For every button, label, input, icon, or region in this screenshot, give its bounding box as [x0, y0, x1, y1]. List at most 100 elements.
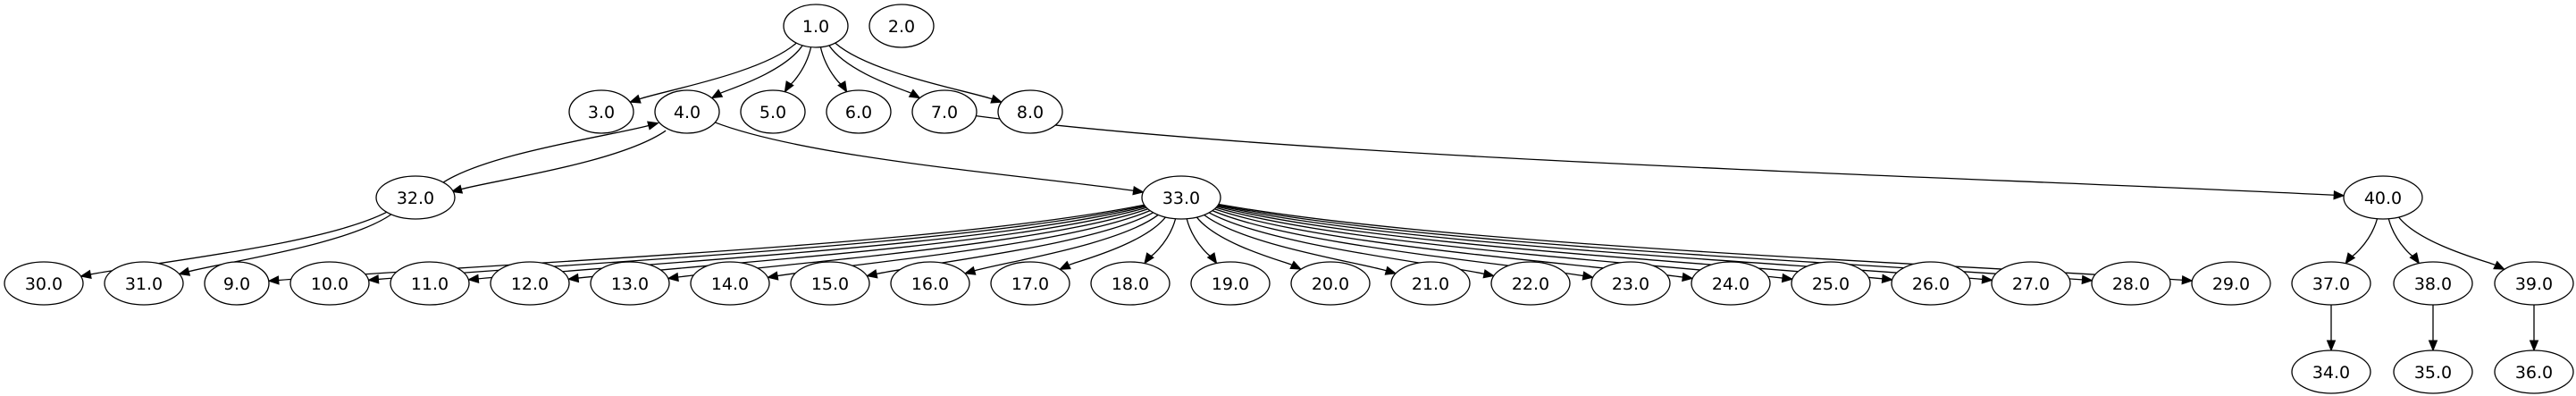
edge-33.0-to-19.0: [1186, 218, 1218, 265]
arrowhead-icon: [367, 274, 380, 284]
graph-node: 12.0: [490, 261, 570, 306]
node-label: 37.0: [2312, 274, 2350, 294]
node-label: 40.0: [2364, 189, 2402, 208]
graph-node: 32.0: [375, 175, 456, 220]
edge-line: [440, 124, 650, 185]
node-ellipse: [997, 89, 1063, 134]
graph-node: 24.0: [1691, 261, 1771, 306]
node-ellipse: [826, 89, 892, 134]
node-label: 14.0: [711, 274, 749, 294]
edge-line: [1068, 216, 1166, 266]
node-label: 15.0: [811, 274, 849, 294]
node-label: 25.0: [1812, 274, 1850, 294]
node-ellipse: [790, 261, 870, 306]
arrowhead-icon: [1059, 260, 1071, 270]
edge-38.0-to-35.0: [2428, 305, 2438, 352]
edge-line: [976, 114, 2335, 196]
graph-node: 18.0: [1090, 261, 1171, 306]
arrowhead-icon: [566, 273, 580, 283]
edge-line: [2350, 218, 2379, 257]
node-label: 38.0: [2414, 274, 2452, 294]
edge-line: [835, 42, 993, 100]
arrowhead-icon: [908, 88, 921, 99]
edge-33.0-to-20.0: [1196, 216, 1303, 270]
edge-33.0-to-17.0: [1059, 216, 1166, 270]
edge-line: [378, 205, 1145, 281]
edge-33.0-to-9.0: [267, 204, 1145, 285]
edge-1.0-to-5.0: [784, 46, 812, 93]
node-ellipse: [490, 261, 570, 306]
graph-node: 2.0: [868, 4, 935, 48]
node-ellipse: [2343, 175, 2423, 220]
edge-33.0-to-28.0: [1218, 204, 2094, 285]
node-label: 31.0: [125, 274, 163, 294]
graph-node: 38.0: [2393, 261, 2473, 306]
node-label: 34.0: [2312, 363, 2350, 383]
arrowhead-icon: [450, 184, 464, 194]
edge-line: [1186, 218, 1212, 257]
graph-node: 30.0: [4, 261, 84, 306]
node-ellipse: [654, 89, 720, 134]
edge-1.0-to-3.0: [628, 42, 797, 104]
arrowhead-icon: [1144, 252, 1154, 265]
graph-node: 17.0: [990, 261, 1070, 306]
graph-node: 31.0: [104, 261, 184, 306]
node-ellipse: [868, 4, 935, 48]
edge-33.0-to-18.0: [1144, 218, 1177, 265]
edge-1.0-to-7.0: [828, 45, 921, 99]
node-ellipse: [375, 175, 456, 220]
graph-node: 28.0: [2091, 261, 2171, 306]
node-label: 26.0: [1912, 274, 1950, 294]
arrowhead-icon: [1582, 271, 1595, 281]
node-ellipse: [1290, 261, 1371, 306]
node-label: 29.0: [2212, 274, 2250, 294]
edge-39.0-to-36.0: [2529, 305, 2539, 352]
arrowhead-icon: [1781, 273, 1794, 283]
edge-33.0-to-16.0: [963, 214, 1159, 275]
node-ellipse: [1791, 261, 1871, 306]
node-ellipse: [590, 261, 670, 306]
node-ellipse: [890, 261, 970, 306]
graph-node: 15.0: [790, 261, 870, 306]
graph-node: 33.0: [1141, 175, 1221, 220]
node-label: 18.0: [1112, 274, 1149, 294]
graph-node: 22.0: [1490, 261, 1571, 306]
arrowhead-icon: [267, 275, 280, 285]
edge-33.0-to-27.0: [1217, 205, 1993, 284]
node-ellipse: [1991, 261, 2071, 306]
graph-node: 7.0: [911, 89, 978, 134]
node-ellipse: [2091, 261, 2171, 306]
arrowhead-icon: [2181, 275, 2194, 285]
edge-line: [2398, 216, 2496, 266]
arrowhead-icon: [710, 88, 724, 99]
graph-node: 27.0: [1991, 261, 2071, 306]
graph-node: 25.0: [1791, 261, 1871, 306]
arrowhead-icon: [628, 94, 642, 104]
node-ellipse: [783, 4, 849, 48]
edge-7.0-to-40.0: [976, 114, 2345, 200]
graph-node: 29.0: [2191, 261, 2271, 306]
graph-node: 6.0: [826, 89, 892, 134]
arrowhead-icon: [1482, 269, 1496, 279]
graph-node: 1.0: [783, 4, 849, 48]
graph-node: 10.0: [289, 261, 370, 306]
node-label: 10.0: [311, 274, 348, 294]
edge-line: [278, 204, 1145, 282]
graph-node: 14.0: [690, 261, 770, 306]
node-label: 3.0: [588, 103, 615, 122]
edge-line: [788, 46, 812, 86]
node-label: 39.0: [2515, 274, 2553, 294]
node-ellipse: [911, 89, 978, 134]
graph-node: 34.0: [2291, 350, 2371, 394]
edge-line: [1204, 214, 1387, 272]
graph-node: 13.0: [590, 261, 670, 306]
edge-line: [639, 42, 797, 100]
graph-node: 8.0: [997, 89, 1063, 134]
arrowhead-icon: [80, 269, 92, 279]
arrowhead-icon: [2326, 340, 2337, 352]
arrowhead-icon: [1289, 260, 1303, 270]
edge-line: [719, 45, 803, 94]
arrowhead-icon: [2333, 190, 2345, 200]
